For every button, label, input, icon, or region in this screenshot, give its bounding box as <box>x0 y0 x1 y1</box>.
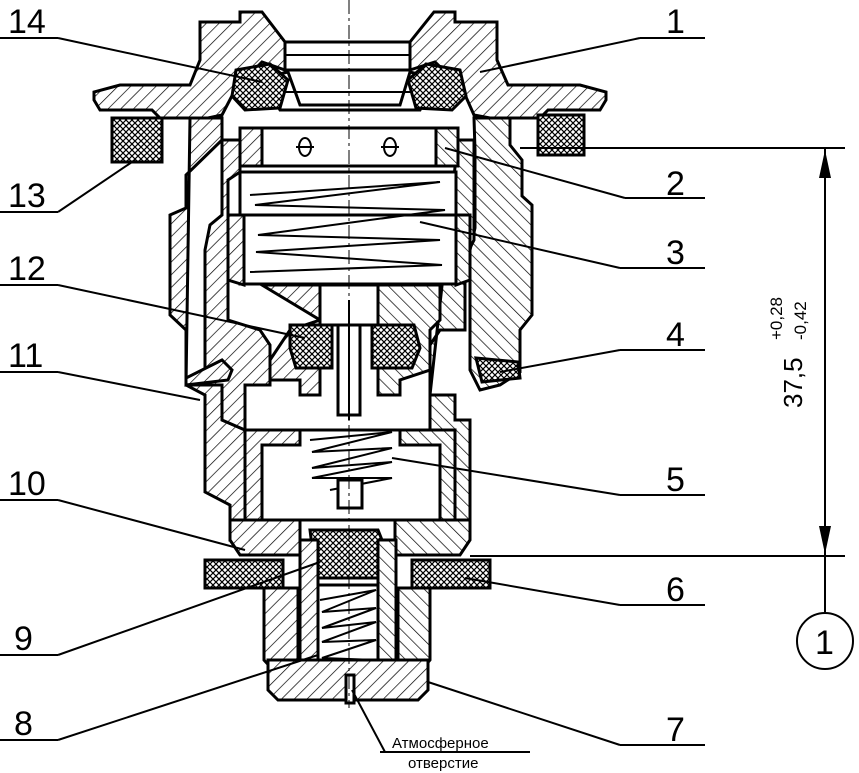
reference-mark: 1 <box>815 624 834 662</box>
seal-4 <box>474 356 522 384</box>
callout-2: 2 <box>666 165 685 203</box>
callout-4: 4 <box>666 316 685 354</box>
lower-body-right <box>393 518 472 557</box>
seal-14-right <box>406 62 468 112</box>
seal-13-left <box>110 116 164 164</box>
valve-spring <box>309 431 393 491</box>
vent-label-line1: Атмосферное <box>392 735 489 752</box>
washer-6-right <box>410 558 492 590</box>
dimension-lower-tolerance: -0,42 <box>791 301 810 340</box>
callout-10: 10 <box>8 465 46 503</box>
seal-14-left <box>230 62 290 112</box>
reference-circle <box>796 612 854 670</box>
dimension-37-5: 37,5 +0,28 -0,42 <box>470 147 845 612</box>
main-spring <box>249 181 446 273</box>
callout-6: 6 <box>666 571 685 609</box>
callout-8: 8 <box>14 705 33 743</box>
callout-14: 14 <box>8 3 46 41</box>
lower-body-part-10 <box>228 518 302 557</box>
callout-3: 3 <box>666 234 685 272</box>
leader-lines <box>0 37 705 753</box>
seal-12-left <box>288 323 334 370</box>
callout-11: 11 <box>8 337 43 375</box>
dimension-value: 37,5 <box>778 357 808 408</box>
callout-12: 12 <box>8 250 46 288</box>
washer-6-left <box>203 558 285 590</box>
callout-5: 5 <box>666 461 685 499</box>
vent-label-line2: отверстие <box>408 755 478 772</box>
callout-9: 9 <box>14 620 33 658</box>
callout-1: 1 <box>666 3 685 41</box>
dimension-upper-tolerance: +0,28 <box>767 297 786 340</box>
lower-valve-part-5 <box>243 428 457 522</box>
ring-11 <box>184 358 234 387</box>
callout-7: 7 <box>666 711 685 749</box>
callout-13: 13 <box>8 177 46 215</box>
seal-12-right <box>370 323 422 370</box>
seal-9 <box>308 528 386 580</box>
